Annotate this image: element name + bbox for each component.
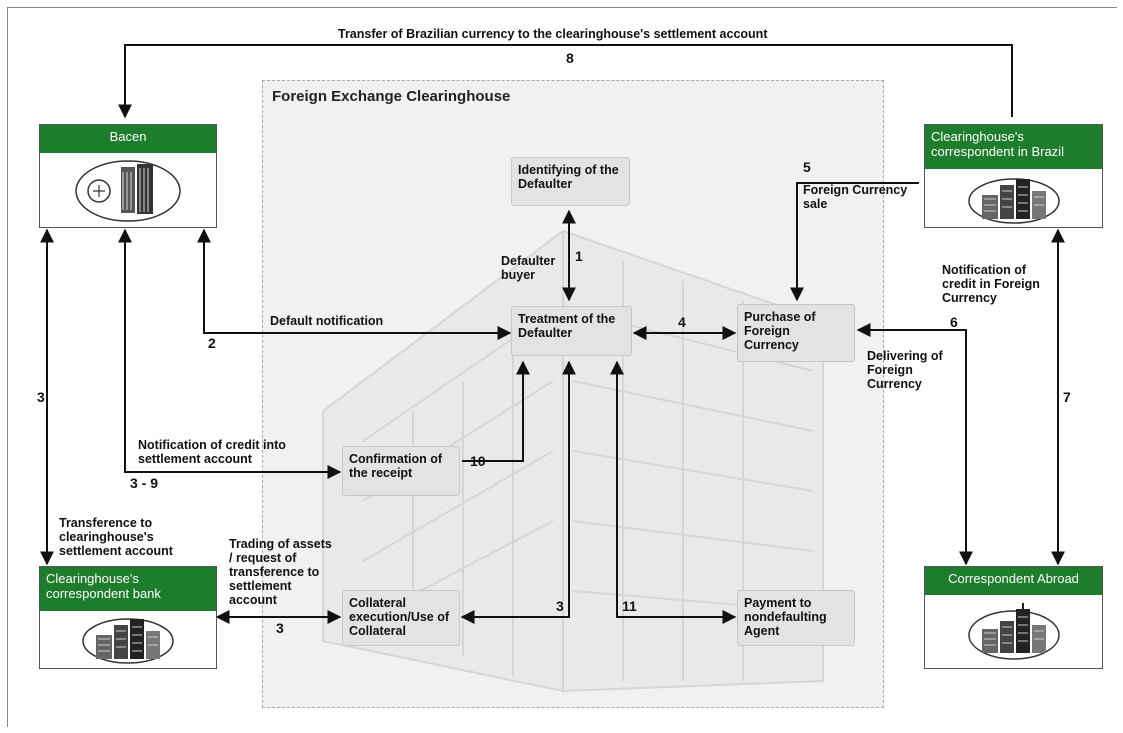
purchase-foreign-currency-box[interactable]: Purchase of Foreign Currency <box>737 304 855 362</box>
purchase-line2: Foreign <box>744 324 790 338</box>
step-number-11: 11 <box>622 598 637 614</box>
notification-settlement-line2: settlement account <box>138 452 252 466</box>
correspondent-abroad-title: Correspondent Abroad <box>925 567 1102 595</box>
transference-line1: Transference to <box>59 516 153 530</box>
correspondent-bank-title: Clearinghouse's correspondent bank <box>40 567 216 611</box>
step-number-2: 2 <box>208 335 216 351</box>
step-number-4: 4 <box>678 314 686 330</box>
treatment-defaulter-box[interactable]: Treatment of the Defaulter <box>511 306 632 356</box>
step-number-10: 10 <box>470 453 486 469</box>
correspondent-abroad-box[interactable]: Correspondent Abroad <box>924 566 1103 669</box>
step-number-6: 6 <box>950 314 958 330</box>
label-defaulter-buyer: Defaulter buyer <box>501 254 555 282</box>
collateral-line1: Collateral <box>349 596 406 610</box>
defaulter-buyer-line1: Defaulter <box>501 254 556 268</box>
bank-building-icon <box>75 160 181 222</box>
step-number-3-bottom: 3 <box>276 620 284 636</box>
payment-line1: Payment to <box>744 596 812 610</box>
label-transference-settlement: Transference to clearinghouse's settleme… <box>59 516 173 558</box>
collateral-execution-box[interactable]: Collateral execution/Use of Collateral <box>342 590 460 646</box>
trading-line5: account <box>229 593 277 607</box>
collateral-line2: execution/Use of <box>349 610 450 624</box>
payment-line2: nondefaulting <box>744 610 827 624</box>
identifying-line1: Identifying of the <box>518 163 619 177</box>
confirmation-receipt-box[interactable]: Confirmation of the receipt <box>342 446 460 496</box>
notification-foreign-line1: Notification of <box>942 263 1027 277</box>
identifying-line2: Defaulter <box>518 177 573 191</box>
payment-line3: Agent <box>744 624 780 638</box>
correspondent-bank-title-line2: correspondent bank <box>46 586 161 601</box>
diagram-frame <box>7 7 1117 727</box>
label-trading-assets: Trading of assets / request of transfere… <box>229 537 332 607</box>
transference-line2: clearinghouse's <box>59 530 154 544</box>
treatment-line1: Treatment of the <box>518 312 616 326</box>
label-default-notification: Default notification <box>270 314 384 328</box>
step-number-7: 7 <box>1063 389 1071 405</box>
payment-nondefaulting-box[interactable]: Payment to nondefaulting Agent <box>737 590 855 646</box>
trading-line3: transference to <box>229 565 320 579</box>
correspondent-bank-title-line1: Clearinghouse's <box>46 571 139 586</box>
trading-line1: Trading of assets <box>229 537 332 551</box>
notification-foreign-line2: credit in Foreign <box>942 277 1040 291</box>
delivering-line1: Delivering of <box>867 349 943 363</box>
confirmation-line2: the receipt <box>349 466 413 480</box>
label-top-transfer: Transfer of Brazilian currency to the cl… <box>338 27 768 41</box>
label-notification-credit-settlement: Notification of credit into settlement a… <box>138 438 286 466</box>
identifying-defaulter-box[interactable]: Identifying of the Defaulter <box>511 157 630 206</box>
foreign-currency-sale-line1: Foreign Currency <box>803 183 908 197</box>
step-number-3-9: 3 - 9 <box>130 475 159 491</box>
step-number-3-left: 3 <box>37 389 45 405</box>
confirmation-line1: Confirmation of <box>349 452 443 466</box>
correspondent-brazil-title-line2: correspondent in Brazil <box>931 144 1064 159</box>
step-number-5: 5 <box>803 159 811 175</box>
notification-foreign-line3: Currency <box>942 291 997 305</box>
correspondent-brazil-box[interactable]: Clearinghouse's correspondent in Brazil <box>924 124 1103 228</box>
defaulter-buyer-line2: buyer <box>501 268 536 282</box>
city-buildings-icon <box>967 178 1060 224</box>
delivering-line3: Currency <box>867 377 922 391</box>
step-number-1: 1 <box>575 248 583 264</box>
purchase-line3: Currency <box>744 338 799 352</box>
label-delivering-foreign: Delivering of Foreign Currency <box>867 349 943 391</box>
trading-line4: settlement <box>229 579 292 593</box>
delivering-line2: Foreign <box>867 363 913 377</box>
purchase-line1: Purchase of <box>744 310 816 324</box>
region-title: Foreign Exchange Clearinghouse <box>272 88 511 105</box>
bacen-box[interactable]: Bacen <box>39 124 217 228</box>
correspondent-brazil-title: Clearinghouse's correspondent in Brazil <box>925 125 1102 169</box>
city-buildings-icon <box>82 618 174 664</box>
label-notification-credit-foreign: Notification of credit in Foreign Curren… <box>942 263 1040 305</box>
foreign-currency-sale-line2: sale <box>803 197 828 211</box>
city-buildings-icon <box>967 603 1060 660</box>
notification-settlement-line1: Notification of credit into <box>138 438 286 452</box>
label-foreign-currency-sale: Foreign Currency sale <box>803 183 907 211</box>
correspondent-brazil-title-line1: Clearinghouse's <box>931 129 1024 144</box>
step-number-3-center: 3 <box>556 598 564 614</box>
step-number-8: 8 <box>566 50 574 66</box>
treatment-line2: Defaulter <box>518 326 573 340</box>
trading-line2: / request of <box>229 551 297 565</box>
collateral-line3: Collateral <box>349 624 406 638</box>
bacen-title: Bacen <box>40 125 216 153</box>
transference-line3: settlement account <box>59 544 173 558</box>
correspondent-bank-box[interactable]: Clearinghouse's correspondent bank <box>39 566 217 669</box>
